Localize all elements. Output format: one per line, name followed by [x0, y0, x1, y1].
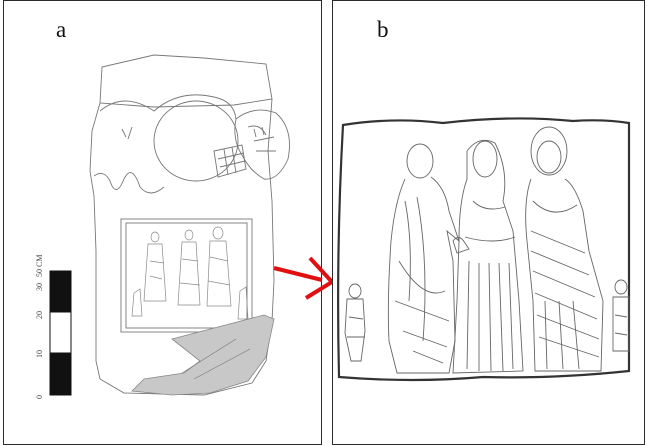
stele-drawing: 50 CM 30 20 10 0: [35, 54, 290, 399]
scale-tick-0: 0: [35, 395, 44, 399]
scale-unit-label: 50 CM: [35, 255, 44, 277]
panel-b: b: [332, 0, 645, 445]
scale-tick-10: 10: [35, 350, 44, 358]
relief-drawing: [337, 117, 631, 382]
scale-tick-20: 20: [35, 311, 44, 319]
damage-shading: [131, 314, 275, 396]
scale-bar: [49, 270, 72, 396]
panel-a-label: a: [56, 17, 67, 42]
scale-tick-30: 30: [35, 283, 44, 291]
panel-b-label: b: [377, 17, 389, 42]
panel-a: a: [3, 0, 322, 445]
